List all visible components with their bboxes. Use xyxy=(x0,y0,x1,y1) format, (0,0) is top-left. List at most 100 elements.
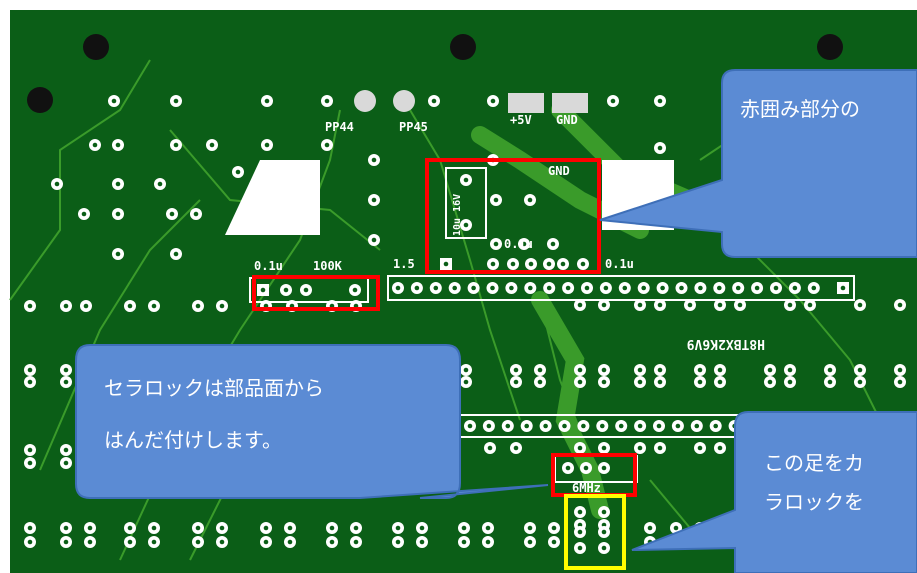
pad-hole xyxy=(219,303,225,309)
pad-hole xyxy=(787,367,793,373)
pad-hole xyxy=(717,302,723,308)
pad-hole xyxy=(209,142,215,148)
pad-hole xyxy=(63,447,69,453)
pad-hole xyxy=(92,142,98,148)
pad-hole xyxy=(647,525,653,531)
pad-hole xyxy=(698,285,703,291)
pad-hole xyxy=(127,525,133,531)
pad-hole xyxy=(115,142,121,148)
callout-left-text-line1: セラロックは部品面から xyxy=(104,376,324,400)
pad-hole xyxy=(195,539,201,545)
pad-hole xyxy=(546,261,552,267)
pad-hole xyxy=(433,285,439,291)
pad-hole xyxy=(195,525,201,531)
pad-hole xyxy=(754,285,760,291)
pad-hole xyxy=(151,539,157,545)
highlight-cap-resistor xyxy=(252,275,380,311)
pad-hole xyxy=(637,302,643,308)
pad-hole xyxy=(485,525,491,531)
label-1-5: 1.5 xyxy=(393,257,415,271)
pad-hole xyxy=(584,285,590,291)
pad-hole xyxy=(551,525,557,531)
pad-hole xyxy=(601,465,607,471)
pad-hole xyxy=(603,285,609,291)
pad-hole xyxy=(637,445,643,451)
pad-hole xyxy=(622,285,628,291)
pad-hole xyxy=(537,367,543,373)
pad-hole xyxy=(657,379,663,385)
pad-hole xyxy=(637,423,643,429)
callout-top-right xyxy=(599,69,917,258)
pad-hole xyxy=(27,367,33,373)
pad-hole xyxy=(324,142,330,148)
pad-hole xyxy=(461,525,467,531)
pad-hole xyxy=(897,367,903,373)
pad-hole xyxy=(452,285,458,291)
pad-hole xyxy=(577,545,583,551)
pad-hole xyxy=(543,423,548,429)
pad-hole xyxy=(264,142,270,148)
pad-hole xyxy=(528,285,533,291)
pad-hole xyxy=(27,525,33,531)
pad-hole xyxy=(565,285,571,291)
pad-hole xyxy=(577,302,583,308)
electrolytic-outline xyxy=(445,167,487,239)
pad-hole xyxy=(857,302,863,308)
pad-hole xyxy=(897,379,903,385)
pad-hole xyxy=(264,98,270,104)
callout-bottom-right-text-line2: ラロックを xyxy=(764,490,864,514)
pad-hole xyxy=(63,539,69,545)
pad-hole xyxy=(127,303,133,309)
pad-hole xyxy=(600,423,605,429)
pad-hole xyxy=(151,525,157,531)
pad-hole xyxy=(329,539,335,545)
pad-hole xyxy=(577,529,583,535)
label-5v: +5V xyxy=(510,113,532,127)
pad-hole xyxy=(827,367,833,373)
pad-hole xyxy=(63,525,69,531)
label-crystal: 6MHz xyxy=(572,481,601,495)
label-cap-mid: 0.1u xyxy=(504,237,533,251)
label-cap-left: 0.1u xyxy=(254,259,283,273)
pad-hole xyxy=(463,222,469,228)
pad-hole xyxy=(524,423,529,429)
pad-hole xyxy=(493,197,499,203)
pad-hole xyxy=(560,261,566,267)
pad-hole xyxy=(697,379,703,385)
pad-hole xyxy=(580,261,586,267)
pad-hole xyxy=(371,197,377,203)
pad-hole xyxy=(717,445,723,451)
pad-hole xyxy=(463,367,469,373)
pad-hole xyxy=(219,525,225,531)
pad-hole xyxy=(787,302,793,308)
pad-hole xyxy=(467,423,473,429)
pad-hole xyxy=(657,98,663,104)
pad-hole xyxy=(657,302,663,308)
pad-hole xyxy=(767,379,773,385)
pad-hole xyxy=(577,379,583,385)
pad-hole xyxy=(527,525,533,531)
pad-hole xyxy=(463,379,469,385)
pad-hole xyxy=(353,525,359,531)
pad-hole xyxy=(577,367,583,373)
pad-hole xyxy=(675,423,681,429)
pad-hole xyxy=(419,525,425,531)
pad-hole xyxy=(897,302,903,308)
pad-hole xyxy=(601,509,607,515)
pad-hole xyxy=(827,379,833,385)
pad-hole xyxy=(157,181,163,187)
pad-hole xyxy=(195,303,201,309)
pad-hole xyxy=(490,261,496,267)
pad-hole xyxy=(27,379,33,385)
pad-hole xyxy=(697,445,703,451)
pad-hole xyxy=(235,169,241,175)
pad-hole xyxy=(111,98,117,104)
pad-hole xyxy=(505,423,511,429)
pad-hole xyxy=(63,460,69,466)
pad-hole xyxy=(565,465,571,471)
pad-hole xyxy=(527,197,533,203)
pad-hole xyxy=(857,367,863,373)
pad-hole xyxy=(840,285,846,291)
pad-hole xyxy=(581,423,586,429)
